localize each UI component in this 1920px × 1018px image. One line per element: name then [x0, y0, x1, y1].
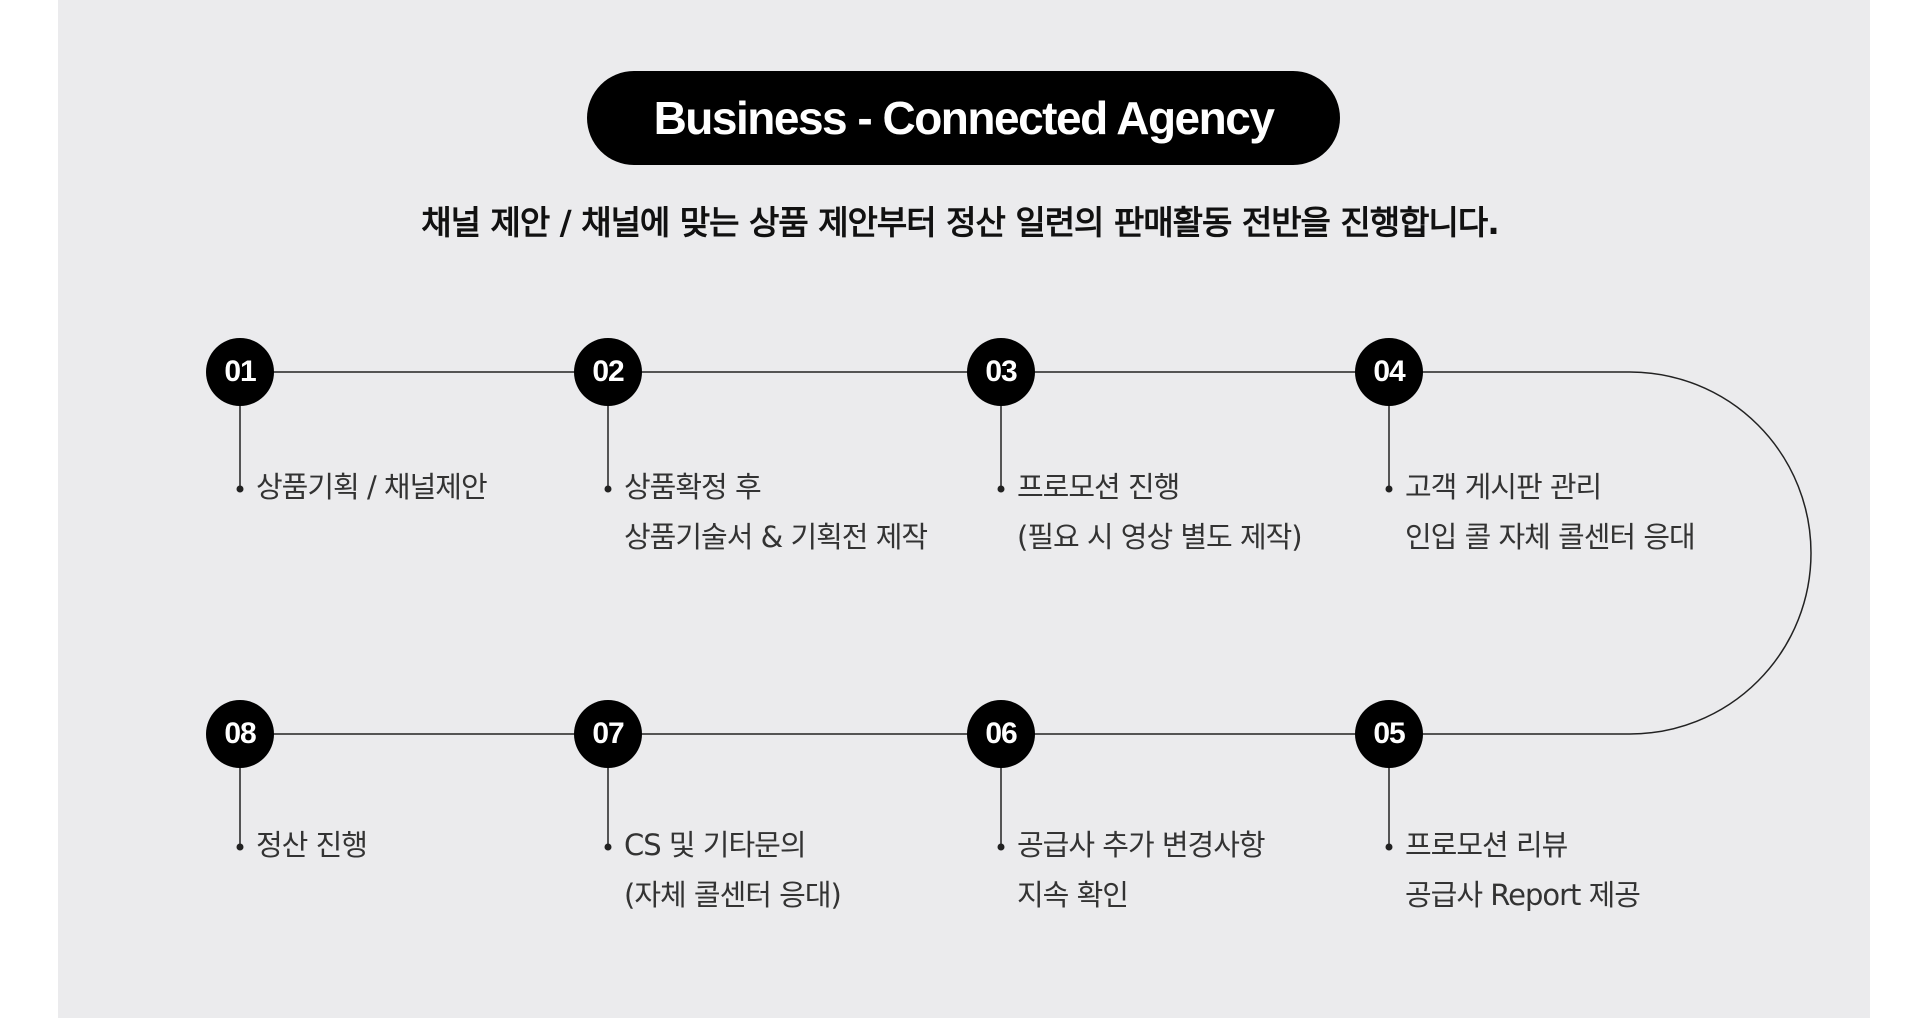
page-subtitle: 채널 제안 / 채널에 맞는 상품 제안부터 정산 일련의 판매활동 전반을 진…	[421, 203, 1500, 242]
step-number-07: 07	[574, 700, 642, 768]
step-number-04: 04	[1355, 338, 1423, 406]
step-text-line: CS 및 기타문의	[624, 828, 806, 862]
step-number-02: 02	[574, 338, 642, 406]
step-text-line: 공급사 추가 변경사항	[1017, 828, 1266, 862]
step-text-04: 고객 게시판 관리 인입 콜 자체 콜센터 응대	[1405, 462, 1696, 562]
step-text-01: 상품기획 / 채널제안	[256, 462, 488, 512]
step-text-line: 프로모션 진행	[1017, 470, 1180, 504]
step-text-line: 공급사 Report 제공	[1405, 878, 1641, 912]
step-stems	[236, 372, 1393, 851]
step-text-line: 프로모션 리뷰	[1405, 828, 1568, 862]
step-text-line: 정산 진행	[256, 828, 368, 862]
page-title: Business - Connected Agency	[587, 71, 1340, 165]
step-text-line: 상품확정 후	[624, 470, 762, 504]
step-text-line: 인입 콜 자체 콜센터 응대	[1405, 520, 1696, 554]
return-arc	[1629, 371, 1812, 735]
step-text-07: CS 및 기타문의 (자체 콜센터 응대)	[624, 820, 842, 920]
step-number-08: 08	[206, 700, 274, 768]
step-text-line: 지속 확인	[1017, 878, 1129, 912]
background-panel	[58, 0, 1870, 1018]
step-text-03: 프로모션 진행 (필요 시 영상 별도 제작)	[1017, 462, 1303, 562]
step-number-06: 06	[967, 700, 1035, 768]
step-text-line: (필요 시 영상 별도 제작)	[1017, 520, 1303, 554]
step-text-06: 공급사 추가 변경사항 지속 확인	[1017, 820, 1266, 920]
step-text-05: 프로모션 리뷰 공급사 Report 제공	[1405, 820, 1641, 920]
step-text-02: 상품확정 후 상품기술서 & 기획전 제작	[624, 462, 928, 562]
step-number-05: 05	[1355, 700, 1423, 768]
step-text-line: 상품기획 / 채널제안	[256, 470, 488, 504]
step-text-08: 정산 진행	[256, 820, 368, 870]
step-text-line: 상품기술서 & 기획전 제작	[624, 520, 928, 554]
step-text-line: (자체 콜센터 응대)	[624, 878, 842, 912]
step-number-03: 03	[967, 338, 1035, 406]
step-number-01: 01	[206, 338, 274, 406]
step-text-line: 고객 게시판 관리	[1405, 470, 1602, 504]
